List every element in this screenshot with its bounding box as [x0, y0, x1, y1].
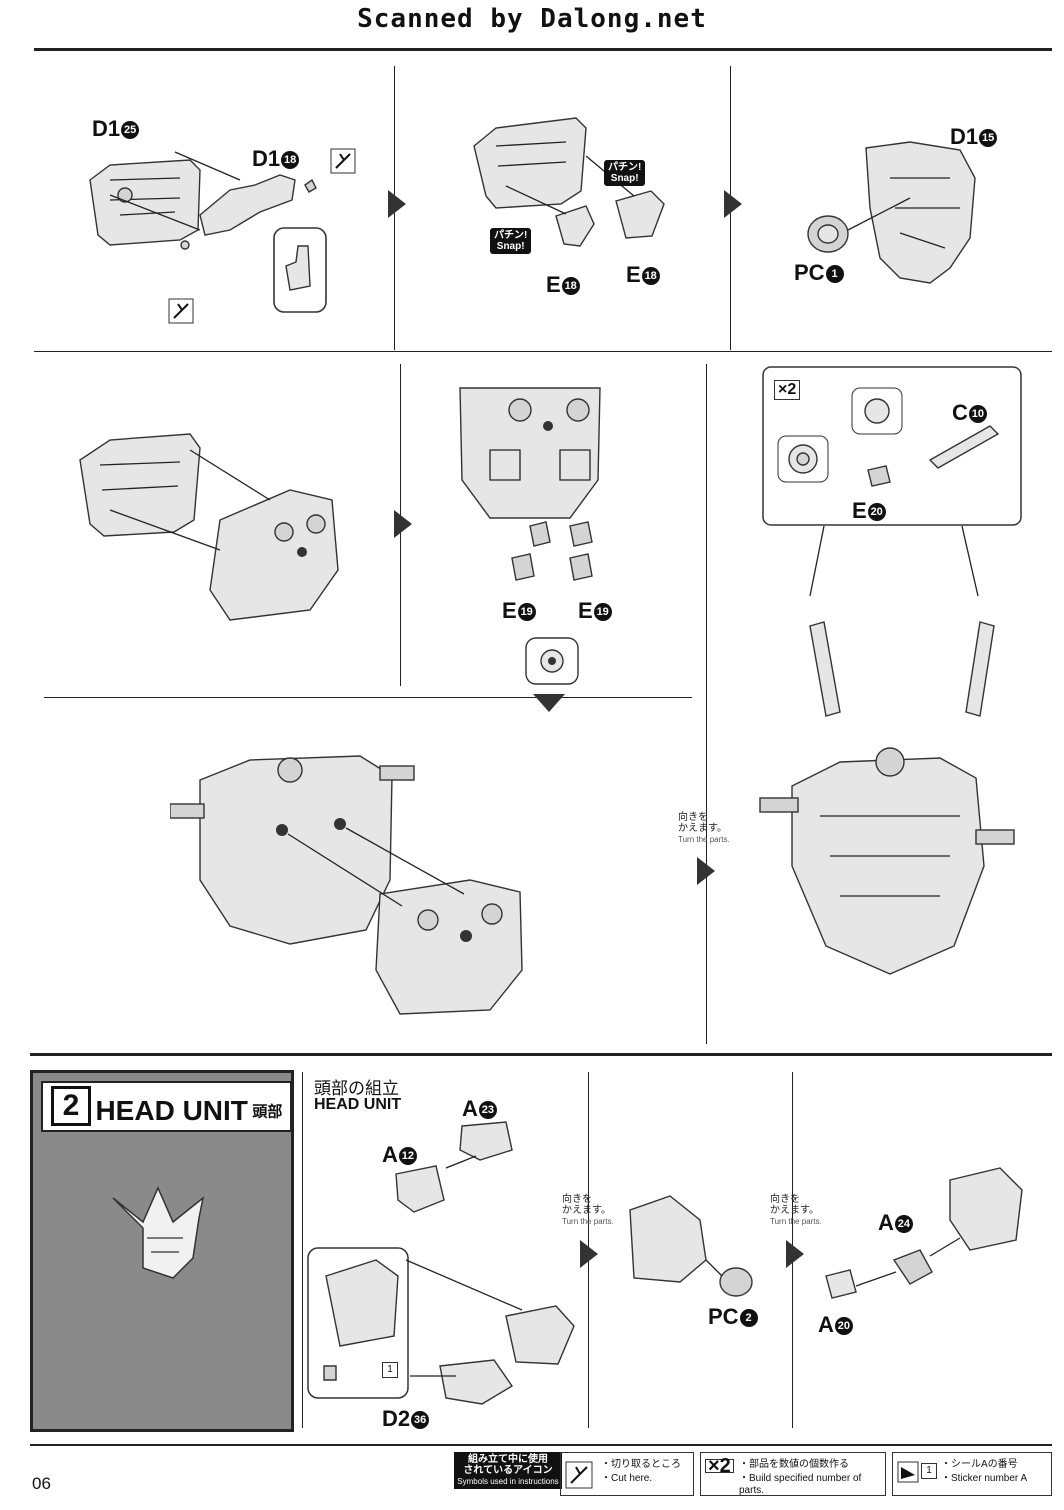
head-assembly-illustration [307, 1247, 575, 1405]
detail-callout [273, 227, 327, 313]
sticker-en: ・Sticker number A [941, 1473, 1028, 1484]
step-arrow-icon [697, 857, 715, 885]
head-final-illustration [825, 1167, 1023, 1299]
sticker-number-badge: 1 [382, 1362, 398, 1378]
legend-title: 組み立て中に使用 されているアイコン Symbols used in instr… [454, 1452, 562, 1489]
multiply-icon: ×2 [705, 1456, 734, 1476]
torso-front-illustration [459, 387, 601, 581]
cut-icon [168, 298, 194, 324]
torso-attach-illustration [170, 755, 523, 1015]
step-arrow-down-icon [533, 694, 565, 712]
snap-badge: パチン!Snap! [490, 228, 532, 254]
divider [34, 351, 1052, 352]
multiply-en: ・Build specified number of parts. [739, 1473, 862, 1496]
turn-parts-note: 向きをかえます。Turn the parts. [678, 812, 730, 844]
cut-jp: ・切り取るところ [601, 1459, 681, 1470]
step-arrow-icon [786, 1240, 804, 1268]
sticker-number-badge: 1 [921, 1463, 937, 1479]
step2-heading: 2 HEAD UNIT 頭部 [41, 1081, 293, 1132]
step-title-jp: 頭部 [252, 1103, 283, 1121]
step2-panel: 2 HEAD UNIT 頭部 [30, 1070, 294, 1432]
rifle-parts-illustration [89, 151, 317, 250]
cut-icon [330, 148, 356, 174]
top-rule [34, 48, 1052, 51]
subtitle-en: HEAD UNIT [314, 1096, 402, 1113]
subtitle-jp: 頭部の組立 [314, 1079, 399, 1098]
section-rule [30, 1053, 1052, 1056]
head-turned-illustration [629, 1195, 753, 1297]
turn-parts-note: 向きをかえます。Turn the parts. [770, 1194, 822, 1226]
step-arrow-icon [388, 190, 406, 218]
x2-detail-box [762, 366, 1022, 526]
legend-multiply: ×2 ・部品を数値の個数作る ・Build specified number o… [700, 1452, 886, 1496]
step-title: HEAD UNIT [95, 1094, 248, 1126]
detail-callout [525, 637, 579, 685]
head-parts-illustration [395, 1121, 513, 1213]
scanner-credit: Scanned by Dalong.net [357, 4, 707, 34]
sticker-jp: ・シールAの番号 [941, 1459, 1018, 1470]
page-number: 06 [32, 1474, 51, 1493]
multiply-badge: ×2 [774, 380, 801, 400]
sticker-icon [897, 1461, 919, 1483]
body-unit-part-illustration [807, 141, 976, 284]
turn-parts-note: 向きをかえます。Turn the parts. [562, 1194, 614, 1226]
rifle-snap-illustration [473, 117, 665, 247]
step-arrow-icon [580, 1240, 598, 1268]
legend-cut: ・切り取るところ ・Cut here. [560, 1452, 694, 1496]
legend-sticker: 1 ・シールAの番号 ・Sticker number A [892, 1452, 1052, 1496]
step-arrow-icon [724, 190, 742, 218]
divider [44, 697, 692, 698]
head-icon [112, 1186, 205, 1279]
snap-badge: パチン!Snap! [604, 160, 646, 186]
step-number: 2 [51, 1086, 91, 1126]
divider [706, 364, 707, 1044]
footer-rule [30, 1444, 1052, 1446]
step-arrow-icon [394, 510, 412, 538]
cut-en: ・Cut here. [601, 1473, 653, 1484]
body-assembly-illustration [79, 433, 339, 621]
cut-icon [565, 1461, 593, 1489]
torso-assembled-illustration [759, 526, 1015, 975]
multiply-jp: ・部品を数値の個数作る [739, 1459, 849, 1470]
divider [302, 1072, 303, 1428]
